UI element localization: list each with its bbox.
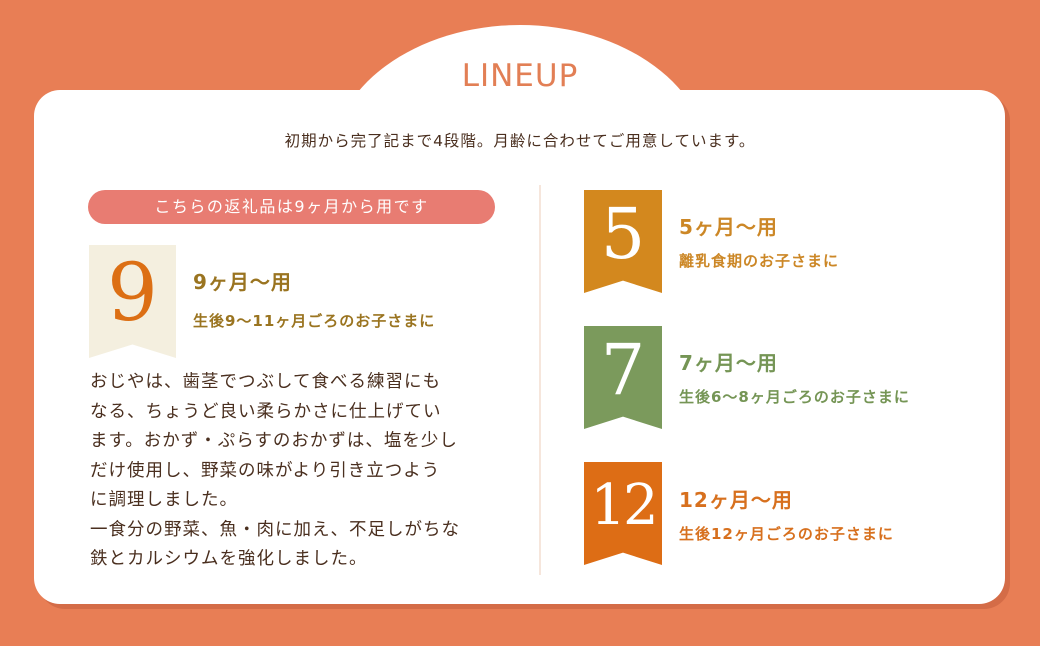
column-divider — [539, 185, 541, 575]
item-9-heading: 9ヶ月〜用 — [193, 270, 292, 294]
description-line: なる、ちょうど良い柔らかさに仕上げてい — [90, 401, 442, 422]
badge-12-number: 12 — [590, 473, 658, 538]
description-line: に調理しました。 — [90, 490, 238, 510]
description-line: ます。おかず・ぷらすのおかずは、塩を少し — [90, 431, 458, 451]
badge-7-number: 7 — [600, 329, 646, 411]
item-7-sub: 生後6〜8ヶ月ごろのお子さまに — [679, 388, 910, 406]
current-product-tag: こちらの返礼品は9ヶ月から用です — [88, 190, 495, 224]
item-12-sub: 生後12ヶ月ごろのお子さまに — [679, 525, 894, 543]
badge-7-ribbon: 7 — [584, 326, 662, 429]
item-5-heading: 5ヶ月〜用 — [679, 215, 778, 239]
product-description: おじやは、歯茎でつぶして食べる練習にも なる、ちょうど良い柔らかさに仕上げてい … — [90, 368, 510, 575]
item-5-sub: 離乳食期のお子さまに — [679, 252, 840, 270]
item-7-heading: 7ヶ月〜用 — [679, 351, 778, 375]
badge-5-ribbon: 5 — [584, 190, 662, 293]
item-12-heading: 12ヶ月〜用 — [679, 488, 793, 512]
badge-12-ribbon: 12 — [584, 462, 662, 565]
badge-9-ribbon: 9 — [89, 245, 176, 358]
page-title: LINEUP — [461, 58, 579, 94]
description-line: だけ使用し、野菜の味がより引き立つよう — [90, 460, 441, 481]
description-line: 一食分の野菜、魚・肉に加え、不足しがちな — [90, 519, 460, 540]
badge-5-number: 5 — [600, 193, 646, 275]
description-line: 鉄とカルシウムを強化しました。 — [90, 549, 368, 569]
description-line: おじやは、歯茎でつぶして食べる練習にも — [90, 372, 441, 392]
item-9-sub: 生後9〜11ヶ月ごろのお子さまに — [193, 312, 436, 330]
lineup-card — [34, 90, 1005, 604]
badge-9-number: 9 — [107, 246, 158, 339]
page-subtitle: 初期から完了記まで4段階。月齢に合わせてご用意しています。 — [284, 132, 756, 150]
